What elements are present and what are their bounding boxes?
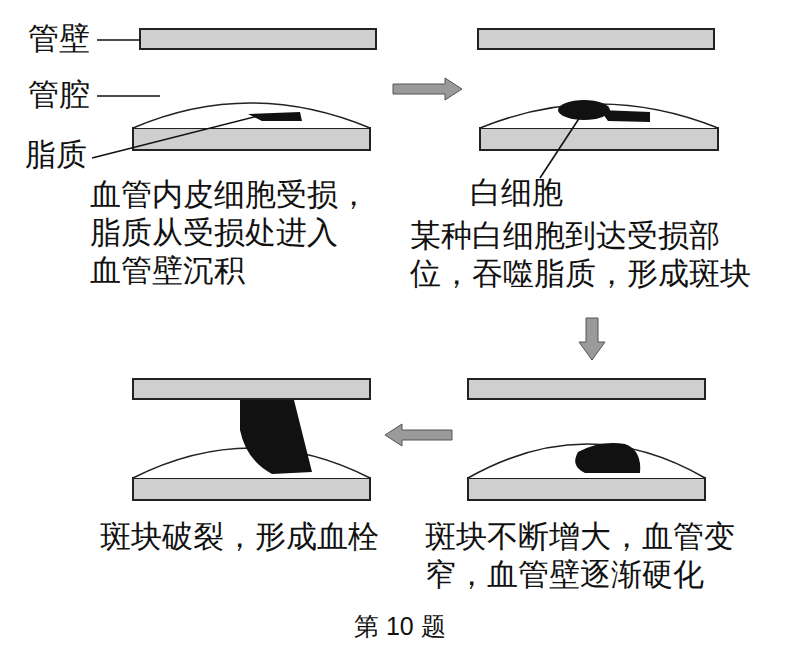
leader-line — [97, 95, 160, 97]
thrombus — [240, 400, 312, 474]
leader-line — [92, 116, 258, 158]
part-label: 脂质 — [25, 136, 87, 174]
vessel-wall — [133, 478, 370, 500]
vessel-wall — [478, 29, 714, 49]
step-note: 某种白细胞到达受损部 位，吞噬脂质，形成斑块 — [410, 217, 801, 293]
white-blood-cell — [558, 100, 610, 120]
part-label: 白细胞 — [470, 174, 563, 212]
lipid — [600, 110, 650, 122]
plaque — [575, 443, 640, 473]
vessel-wall — [480, 128, 718, 150]
vessel-wall — [133, 379, 370, 399]
process-arrow — [385, 424, 452, 446]
step-note: 斑块破裂，形成血栓 — [100, 518, 379, 556]
vessel-wall — [140, 29, 376, 49]
inner-lining — [133, 103, 370, 128]
leader-line — [540, 117, 580, 178]
vessel-wall — [468, 478, 705, 500]
process-arrow — [393, 78, 462, 100]
step-note: 斑块不断增大，血管变 窄，血管壁逐渐硬化 — [425, 518, 801, 594]
vessel-wall — [468, 379, 705, 399]
inner-lining — [468, 444, 705, 478]
process-arrow — [579, 318, 605, 360]
part-label: 管腔 — [28, 76, 90, 114]
part-label: 管壁 — [28, 20, 90, 58]
caption: 第 10 题 — [354, 610, 446, 643]
leader-line — [97, 39, 140, 41]
